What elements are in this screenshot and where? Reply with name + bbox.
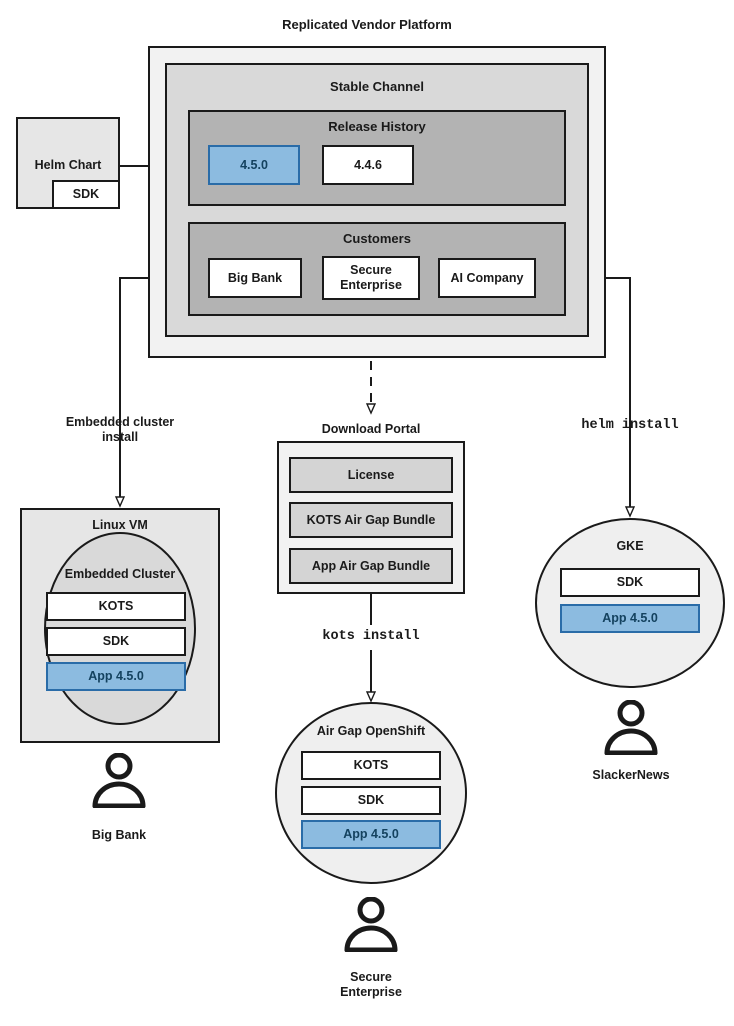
air-gap-openshift-component-kots[interactable]: KOTS: [301, 751, 441, 780]
customer-chip-big-bank[interactable]: Big Bank: [208, 258, 302, 298]
release-history-title: Release History: [328, 119, 426, 134]
release-chip-4-5-0[interactable]: 4.5.0: [208, 145, 300, 185]
release-chip-4-4-6[interactable]: 4.4.6: [322, 145, 414, 185]
air-gap-openshift-title: Air Gap OpenShift: [316, 724, 426, 738]
diagram-title: Replicated Vendor Platform: [282, 17, 452, 32]
download-portal-title: Download Portal: [321, 422, 421, 436]
linux-vm-title: Linux VM: [92, 518, 148, 532]
customer-chip-ai-company[interactable]: AI Company: [438, 258, 536, 298]
linux-vm-component-kots[interactable]: KOTS: [46, 592, 186, 621]
customer-chip-secure-enterprise-line1: Secure: [350, 263, 392, 277]
embedded-cluster-title: Embedded Cluster: [64, 567, 176, 581]
helm-chart-label: Helm Chart: [34, 158, 102, 172]
gke-ellipse: [535, 518, 725, 688]
persona-icon-slackernews: [604, 700, 658, 755]
edge-label-embedded-cluster-install-line2: install: [101, 430, 139, 444]
gke-title: GKE: [616, 539, 644, 553]
helm-chart-sdk-box[interactable]: SDK: [52, 180, 120, 209]
linux-vm-component-sdk[interactable]: SDK: [46, 627, 186, 656]
gke-component-sdk[interactable]: SDK: [560, 568, 700, 597]
edge-label-embedded-cluster-install-line1: Embedded cluster: [65, 415, 175, 429]
air-gap-openshift-component-app[interactable]: App 4.5.0: [301, 820, 441, 849]
persona-label-secure-enterprise-line1: Secure: [350, 970, 392, 984]
edge-label-embedded-cluster-install: Embedded cluster install: [40, 415, 200, 445]
persona-label-secure-enterprise-line2: Enterprise: [340, 985, 402, 999]
edge-label-kots-install: kots install: [322, 629, 420, 644]
gke-component-app[interactable]: App 4.5.0: [560, 604, 700, 633]
customer-chip-secure-enterprise-line2: Enterprise: [340, 278, 402, 292]
download-portal-artifact-license[interactable]: License: [289, 457, 453, 493]
persona-label-secure-enterprise: Secure Enterprise: [311, 970, 431, 1000]
download-portal-artifact-kots-air-gap-bundle[interactable]: KOTS Air Gap Bundle: [289, 502, 453, 538]
customers-title: Customers: [343, 231, 411, 246]
persona-icon-secure-enterprise: [344, 897, 398, 952]
edge-label-helm-install: helm install: [581, 418, 679, 433]
air-gap-openshift-component-sdk[interactable]: SDK: [301, 786, 441, 815]
persona-label-big-bank: Big Bank: [91, 828, 147, 842]
linux-vm-component-app[interactable]: App 4.5.0: [46, 662, 186, 691]
stable-channel-title: Stable Channel: [330, 79, 424, 94]
customer-chip-secure-enterprise[interactable]: Secure Enterprise: [322, 256, 420, 300]
persona-label-slackernews: SlackerNews: [592, 768, 670, 782]
download-portal-artifact-app-air-gap-bundle[interactable]: App Air Gap Bundle: [289, 548, 453, 584]
persona-icon-big-bank: [92, 753, 146, 808]
